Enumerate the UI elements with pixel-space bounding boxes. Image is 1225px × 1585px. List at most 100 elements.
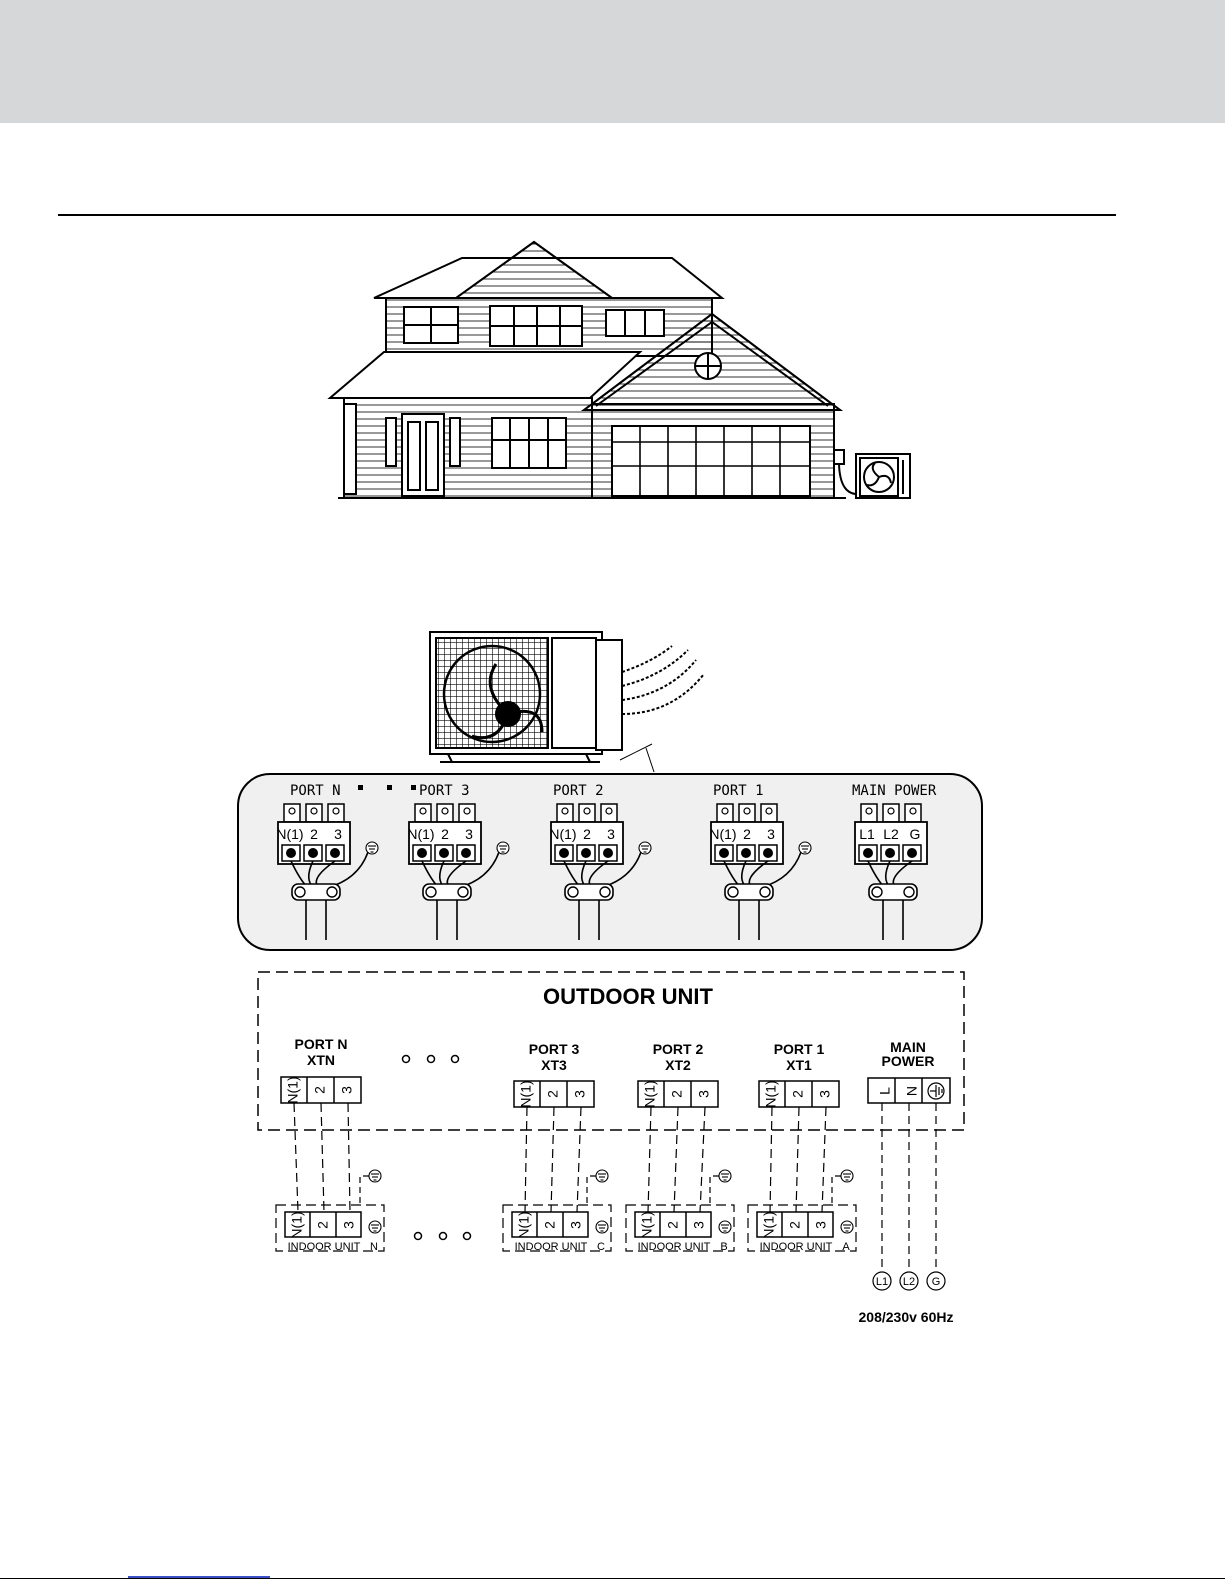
panel-port-label: PORT N	[290, 783, 341, 799]
terminal-label: N(1)	[709, 826, 736, 842]
xt-label: XT2	[665, 1057, 691, 1073]
terminal-label: 3	[691, 1221, 707, 1229]
terminal-label: 3	[607, 826, 615, 842]
panel-port-label: PORT 2	[553, 783, 604, 799]
terminal-label: 2	[787, 1221, 803, 1229]
terminal-label: 3	[813, 1221, 829, 1229]
supply-label: L2	[903, 1276, 915, 1288]
panel-port-label: PORT 3	[419, 783, 470, 799]
footer-rule	[0, 1578, 1225, 1579]
section-rule	[58, 214, 1116, 216]
outdoor-unit-title: OUTDOOR UNIT	[543, 984, 713, 1009]
terminal-label: 2	[310, 826, 318, 842]
terminal-label: N(1)	[642, 1080, 658, 1107]
port-label: PORT 2	[653, 1041, 704, 1057]
port-label: PORT 3	[529, 1041, 580, 1057]
indoor-unit-suffix: A	[842, 1241, 850, 1253]
ground-icon	[638, 841, 652, 855]
terminal-label: 2	[790, 1090, 806, 1098]
terminal-panel: PORT N PORT 3 PORT 2 PORT 1 MAIN POWER N…	[237, 773, 983, 951]
terminal-label: 3	[817, 1090, 833, 1098]
terminal-label: 3	[341, 1221, 357, 1229]
ground-icon	[595, 1169, 609, 1183]
ground-icon	[365, 841, 379, 855]
ground-icon	[595, 1220, 609, 1234]
supply-label: G	[932, 1276, 941, 1288]
terminal-label: L1	[859, 826, 875, 842]
terminal-label: N(1)	[289, 1211, 305, 1238]
indoor-unit-suffix: N	[370, 1241, 378, 1253]
terminal-label: 3	[334, 826, 342, 842]
ground-icon	[927, 1082, 945, 1100]
terminal-label: 2	[583, 826, 591, 842]
terminal-label: 2	[315, 1221, 331, 1229]
panel-port-label: MAIN POWER	[852, 783, 937, 799]
indoor-unit-label: INDOOR UNIT	[760, 1241, 833, 1253]
supply-label: L1	[876, 1276, 888, 1288]
supply-spec: 208/230v 60Hz	[859, 1309, 954, 1325]
terminal-label: N(1)	[761, 1211, 777, 1238]
ground-icon	[718, 1169, 732, 1183]
ground-icon	[368, 1220, 382, 1234]
footer-link-underline	[128, 1576, 270, 1578]
terminal-label: 2	[743, 826, 751, 842]
terminal-label: 3	[696, 1090, 712, 1098]
ground-icon	[798, 841, 812, 855]
terminal-label: 3	[339, 1086, 355, 1094]
port-dots	[358, 785, 416, 790]
outdoor-unit-boundary	[257, 971, 965, 1131]
terminal-label: N(1)	[518, 1080, 534, 1107]
port-label: PORT 1	[774, 1041, 825, 1057]
ground-icon	[840, 1220, 854, 1234]
ground-icon	[368, 1169, 382, 1183]
terminal-label: G	[910, 826, 921, 842]
panel-port-label: PORT 1	[713, 783, 764, 799]
terminal-label: 3	[767, 826, 775, 842]
terminal-label: L2	[883, 826, 899, 842]
main-power-terminal: N	[904, 1086, 920, 1096]
header-band	[0, 0, 1225, 123]
indoor-unit-suffix: C	[597, 1241, 605, 1253]
indoor-unit-label: INDOOR UNIT	[288, 1241, 361, 1253]
terminal-label: 2	[312, 1086, 328, 1094]
terminal-label: 3	[572, 1090, 588, 1098]
terminal-label: N(1)	[516, 1211, 532, 1238]
terminal-label: N(1)	[763, 1080, 779, 1107]
outdoor-unit-illustration	[429, 631, 705, 773]
main-power-terminal: L	[877, 1087, 893, 1095]
ellipsis-dots	[401, 1054, 472, 1241]
xt-label: XT1	[786, 1057, 812, 1073]
port-label: PORT N	[295, 1036, 348, 1052]
indoor-unit-label: INDOOR UNIT	[515, 1241, 588, 1253]
house-illustration	[327, 240, 911, 499]
terminal-label: 3	[568, 1221, 584, 1229]
terminal-block: L1 L2 G	[854, 803, 928, 940]
xt-label: XTN	[307, 1052, 335, 1068]
terminal-label: 2	[441, 826, 449, 842]
ground-icon	[496, 841, 510, 855]
indoor-unit-suffix: B	[720, 1241, 727, 1253]
supply-terminal	[872, 1271, 946, 1291]
main-power-block: MAIN POWER L N L1 L2 G 208/230v	[859, 1039, 954, 1325]
terminal-label: N(1)	[285, 1076, 301, 1103]
terminal-label: 3	[465, 826, 473, 842]
main-power-label: POWER	[882, 1053, 935, 1069]
indoor-unit-label: INDOOR UNIT	[638, 1241, 711, 1253]
terminal-label: 2	[542, 1221, 558, 1229]
terminal-label: 2	[665, 1221, 681, 1229]
